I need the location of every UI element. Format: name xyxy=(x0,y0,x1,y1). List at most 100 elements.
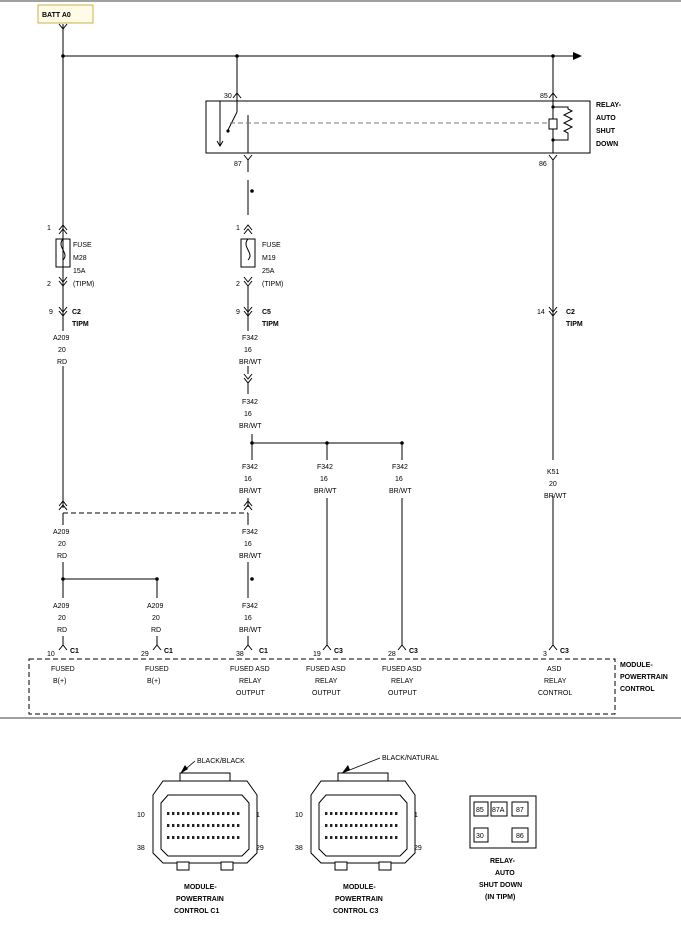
fuse-label-line: M28 xyxy=(73,255,87,262)
connector-pin-label: 38 xyxy=(295,845,303,852)
wire-label-a209-top: A209 20 RD xyxy=(52,331,74,366)
pin-connector: C3 xyxy=(334,648,343,655)
battery-source: BATT A0 xyxy=(37,4,94,30)
connector-name: C2 xyxy=(566,309,575,316)
module-name: POWERTRAIN xyxy=(620,674,668,681)
label-mask xyxy=(542,460,572,496)
fuse-label-line: 15A xyxy=(73,268,86,275)
connector-arrow-icon xyxy=(397,644,407,651)
relay-pin-30: 30 xyxy=(224,93,232,100)
connector-name: TIPM xyxy=(262,321,279,328)
relay-terminal-label: 86 xyxy=(516,833,524,840)
connector-arrow-icon xyxy=(548,310,558,317)
wire-gauge: 20 xyxy=(58,541,66,548)
wire-code: F342 xyxy=(317,464,333,471)
wire-code: F342 xyxy=(242,399,258,406)
fuse-pin-in: 1 xyxy=(236,225,240,232)
connector-latch-top xyxy=(179,772,231,782)
tipm-connector-c2-right: 14 C2 TIPM xyxy=(537,306,583,328)
wire-color: BR/WT xyxy=(239,423,262,430)
relay-view-caption: SHUT DOWN xyxy=(479,882,522,889)
wire-color: BR/WT xyxy=(314,488,337,495)
connector-arrow-icon xyxy=(232,92,242,99)
wire-label-f342-b: F342 16 BR/WT xyxy=(239,399,262,430)
connector-arrow-icon xyxy=(243,310,253,317)
connector-pin-label: 38 xyxy=(137,845,145,852)
pin-function: OUTPUT xyxy=(388,690,418,697)
connector-arrow-icon xyxy=(58,310,68,317)
relay-terminal xyxy=(511,801,529,817)
connector-pin-cavities xyxy=(167,812,240,839)
pcm-pin-1: 10 C1 FUSED B(+) xyxy=(47,648,79,685)
wire-gauge: 16 xyxy=(395,476,403,483)
wire-color: BR/WT xyxy=(239,359,262,366)
connector-pin-label: 29 xyxy=(414,845,422,852)
wire-label-f342-c1: F342 16 BR/WT xyxy=(239,464,262,495)
pin-function: FUSED ASD xyxy=(382,666,422,673)
connector-name: TIPM xyxy=(566,321,583,328)
pin-number: 29 xyxy=(141,651,149,658)
relay-pin-86: 86 xyxy=(539,161,547,168)
connector-pin: 9 xyxy=(236,309,240,316)
pin-function: RELAY xyxy=(315,678,338,685)
label-mask xyxy=(237,331,267,366)
connector-arrow-icon xyxy=(243,224,253,231)
connector-foot xyxy=(220,861,234,871)
wire-color: BR/WT xyxy=(389,488,412,495)
pcm-pin-4: 19 C3 FUSED ASD RELAY OUTPUT xyxy=(306,648,346,697)
relay-name-line: AUTO xyxy=(596,115,616,122)
relay-terminal-label: 87A xyxy=(492,807,505,814)
wire-gauge: 20 xyxy=(549,481,557,488)
battery-source-label: BATT A0 xyxy=(42,12,71,19)
module-name: CONTROL xyxy=(620,686,655,693)
connector-arrow-icon xyxy=(58,224,68,231)
connector-arrow-icon xyxy=(548,92,558,99)
relay-pin-87: 87 xyxy=(234,161,242,168)
wire-code: K51 xyxy=(547,469,560,476)
connector-arrow-icon xyxy=(548,154,558,161)
pin-number: 28 xyxy=(388,651,396,658)
relay-terminal xyxy=(473,801,489,817)
wire-color: BR/WT xyxy=(239,488,262,495)
connector-name: C5 xyxy=(262,309,271,316)
connector-pin-label: 10 xyxy=(295,812,303,819)
splice-icon xyxy=(61,577,65,581)
connector-view-c3: BLACK/NATURAL 10 1 38 29 MODULE- POWERTR… xyxy=(295,755,439,915)
bus-arrow-icon xyxy=(573,52,582,60)
relay-terminal-view: 85 87A 87 30 86 RELAY- AUTO SHUT DOWN (I… xyxy=(469,795,537,901)
connector-arrow-icon xyxy=(548,306,558,313)
leader-arrow-icon xyxy=(180,765,188,774)
pin-connector: C1 xyxy=(70,648,79,655)
wire-color: RD xyxy=(151,627,161,634)
connector-arrow-icon xyxy=(243,276,253,283)
wire-color: BR/WT xyxy=(239,553,262,560)
wire-gauge: 16 xyxy=(244,347,252,354)
wire-label-a209-bot2: A209 20 RD xyxy=(147,603,163,634)
connector-caption: MODULE- xyxy=(343,884,376,891)
wire-gauge: 20 xyxy=(58,347,66,354)
relay-name-line: DOWN xyxy=(596,141,618,148)
connector-latch-top xyxy=(337,772,389,782)
pin-connector: C1 xyxy=(164,648,173,655)
relay-pin-85: 85 xyxy=(540,93,548,100)
connector-face xyxy=(160,794,250,857)
splice-icon xyxy=(250,441,254,445)
pin-function: ASD xyxy=(547,666,561,673)
connector-foot xyxy=(176,861,190,871)
pin-connector: C3 xyxy=(409,648,418,655)
pin-function: FUSED xyxy=(145,666,169,673)
connector-arrow-icon xyxy=(548,644,558,651)
splice-icon xyxy=(250,189,254,193)
fuse-pin-out: 2 xyxy=(47,281,51,288)
connector-arrow-icon xyxy=(58,228,68,235)
relay-box xyxy=(205,100,591,154)
relay-terminal-label: 85 xyxy=(476,807,484,814)
connector-arrow-icon xyxy=(243,306,253,313)
connector-arrow-icon xyxy=(243,504,253,511)
fuse-label-line: FUSE xyxy=(262,242,281,249)
wire-gauge: 16 xyxy=(244,476,252,483)
connector-caption: CONTROL C1 xyxy=(174,908,219,915)
relay-switch-pivot-icon xyxy=(226,129,230,133)
wire-code: F342 xyxy=(242,603,258,610)
